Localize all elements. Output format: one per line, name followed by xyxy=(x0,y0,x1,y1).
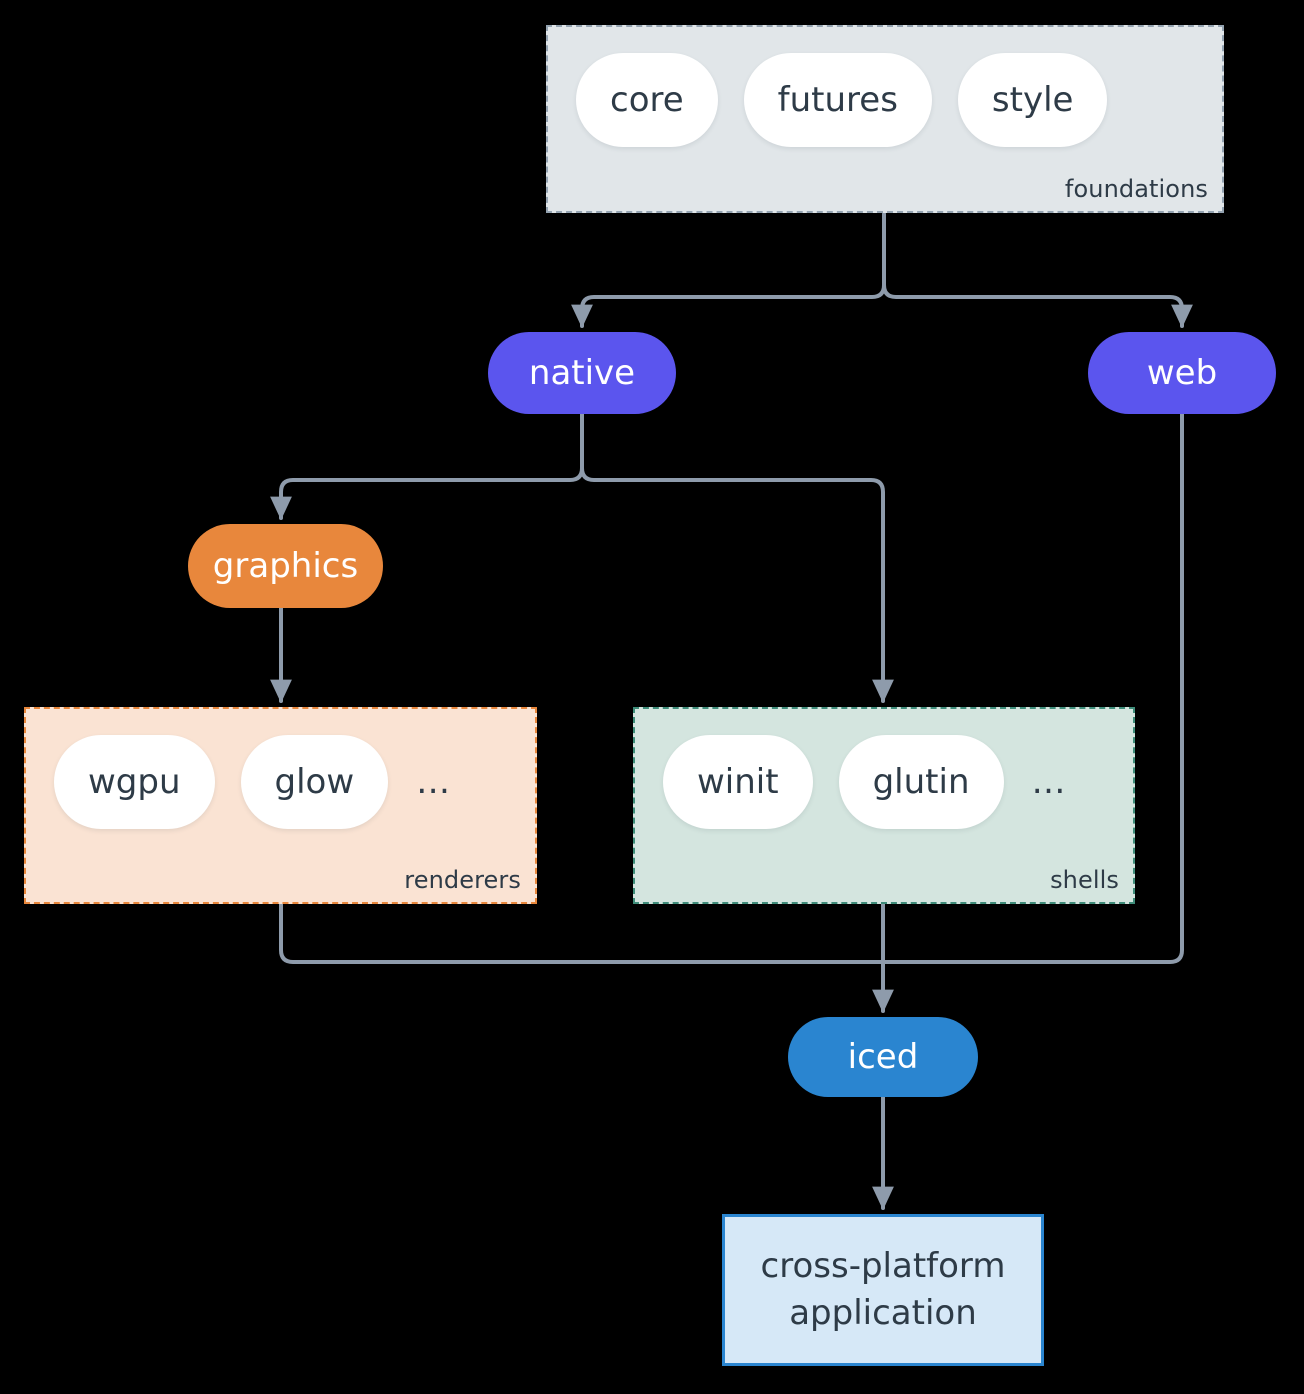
pill-core[interactable]: core xyxy=(576,53,718,147)
group-label-foundations: foundations xyxy=(1064,175,1208,203)
edge-foundations-web xyxy=(882,283,1193,328)
group-renderers: wgpu glow … renderers xyxy=(24,707,537,904)
application-line-1: cross-platform xyxy=(760,1246,1006,1287)
renderers-pill-row: wgpu glow … xyxy=(54,735,452,829)
node-web[interactable]: web xyxy=(1088,332,1276,414)
group-label-shells: shells xyxy=(1050,866,1119,894)
pill-wgpu[interactable]: wgpu xyxy=(54,735,215,829)
pill-winit[interactable]: winit xyxy=(663,735,813,829)
edge-foundations-native xyxy=(571,212,886,328)
group-foundations: core futures style foundations xyxy=(546,25,1224,213)
shells-overflow-ellipsis: … xyxy=(1031,762,1068,802)
pill-style[interactable]: style xyxy=(957,53,1108,147)
node-iced[interactable]: iced xyxy=(788,1017,978,1097)
foundations-pill-row: core futures style xyxy=(576,53,1108,147)
node-native[interactable]: native xyxy=(488,332,676,414)
group-label-renderers: renderers xyxy=(404,866,521,894)
edge-renderers-iced xyxy=(279,902,885,964)
application-line-2: application xyxy=(789,1293,977,1333)
edge-native-shells xyxy=(580,466,894,703)
renderers-overflow-ellipsis: … xyxy=(416,762,453,802)
node-graphics[interactable]: graphics xyxy=(188,524,383,608)
pill-glutin[interactable]: glutin xyxy=(838,735,1004,829)
pill-glow[interactable]: glow xyxy=(240,735,389,829)
group-shells: winit glutin … shells xyxy=(633,707,1135,904)
node-cross-platform-application[interactable]: cross-platform application xyxy=(722,1214,1044,1366)
shells-pill-row: winit glutin … xyxy=(663,735,1068,829)
edge-native-graphics xyxy=(270,412,584,520)
pill-futures[interactable]: futures xyxy=(743,53,932,147)
